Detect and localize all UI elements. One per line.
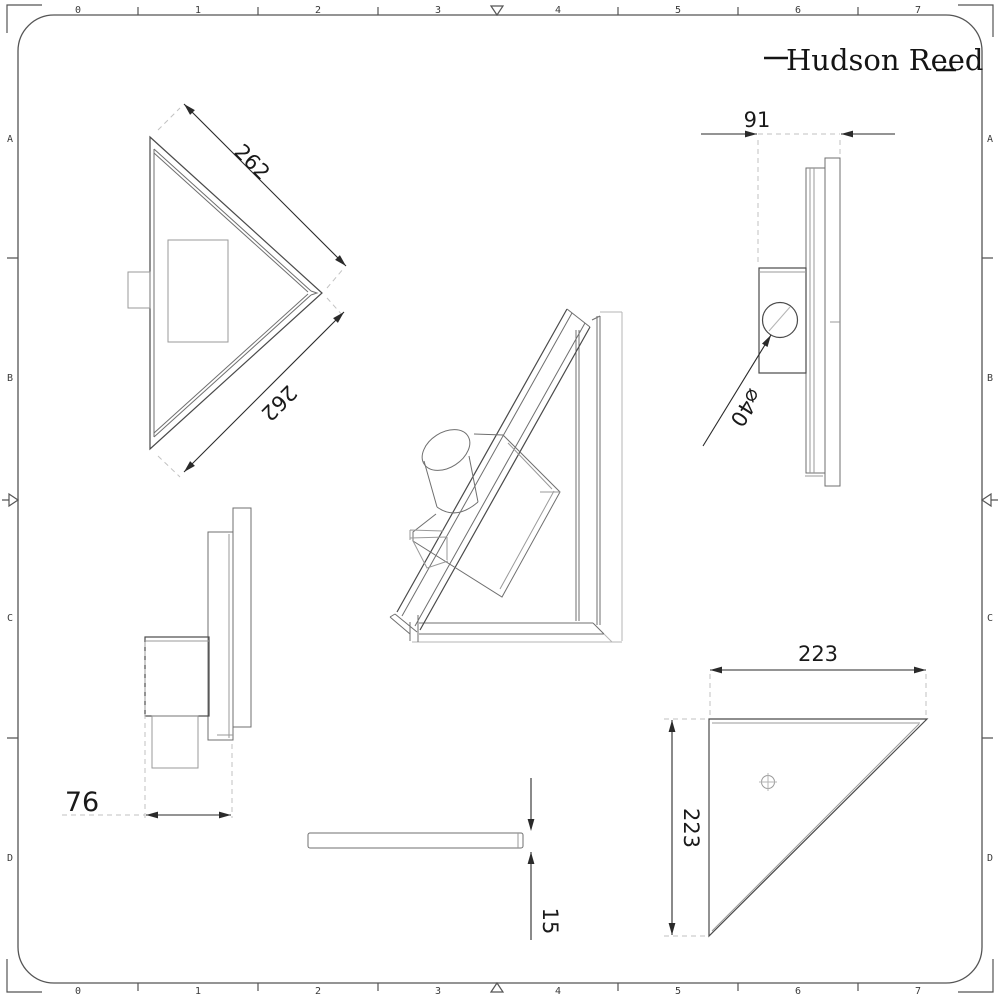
dimension-223-top: 223 xyxy=(798,642,838,666)
logo-text: Hudson Reed xyxy=(786,43,984,77)
sheet-border xyxy=(17,14,983,984)
ruler-label: A xyxy=(987,134,993,145)
ruler-label: 2 xyxy=(315,986,321,997)
ruler-label: B xyxy=(7,373,13,384)
iso-pipe-cylinder xyxy=(421,429,479,514)
center-arrow-right-icon xyxy=(980,492,998,508)
iso-back-plate xyxy=(409,433,561,598)
center-arrow-left-icon xyxy=(2,492,20,508)
plan-outline xyxy=(708,718,929,938)
ruler-label: 1 xyxy=(195,986,201,997)
center-arrow-top-icon xyxy=(489,5,505,17)
ruler-label: 6 xyxy=(795,986,801,997)
ruler-label: 4 xyxy=(555,986,561,997)
iso-diagonal-bar xyxy=(389,308,591,635)
ruler-label: A xyxy=(7,134,13,145)
ruler-label: C xyxy=(987,613,993,624)
ruler-label: 6 xyxy=(795,5,801,16)
side-left-housing-box xyxy=(144,636,210,717)
front-window xyxy=(167,239,229,343)
front-view: 262 262 xyxy=(127,103,347,478)
dimension-91: 91 xyxy=(744,108,771,132)
side-left-outer-panel xyxy=(232,507,252,728)
side-view-left: 76 xyxy=(62,507,252,819)
profile-bar xyxy=(307,832,524,849)
ruler-label: 2 xyxy=(315,5,321,16)
front-side-tab xyxy=(127,271,151,309)
centering-marks xyxy=(2,5,998,993)
ruler-bottom: 0 1 2 3 4 5 6 7 xyxy=(75,986,921,997)
ruler-label: 5 xyxy=(675,986,681,997)
iso-panel-inner xyxy=(575,330,580,621)
ruler-right: A B C D xyxy=(987,134,993,864)
center-arrow-bottom-icon xyxy=(489,981,505,993)
dimension-262-bottom: 262 xyxy=(256,380,301,425)
ruler-label: 4 xyxy=(555,5,561,16)
dimension-262-top: 262 xyxy=(229,139,274,184)
pipe-inlet-circle xyxy=(761,301,799,339)
isometric-view xyxy=(389,308,623,643)
ruler-label: 3 xyxy=(435,5,441,16)
ruler-label: D xyxy=(987,853,993,864)
dimension-76: 76 xyxy=(65,787,99,818)
side-view-right: 91 ⌀40 xyxy=(701,108,895,487)
side-left-back-panel xyxy=(207,531,234,741)
ruler-label: 0 xyxy=(75,5,81,16)
edge-profile-view: 15 xyxy=(307,778,562,940)
ruler-ticks xyxy=(7,7,993,991)
side-housing-box xyxy=(758,267,807,374)
dimension-223-left: 223 xyxy=(679,808,703,848)
ruler-label: 7 xyxy=(915,986,921,997)
ruler-label: B xyxy=(987,373,993,384)
ruler-label: 0 xyxy=(75,986,81,997)
ruler-label: 3 xyxy=(435,986,441,997)
ruler-label: 1 xyxy=(195,5,201,16)
side-back-panel xyxy=(805,167,826,474)
side-left-pipe-stub xyxy=(151,715,199,769)
dimension-diameter-40: ⌀40 xyxy=(725,385,766,431)
plan-view: 223 223 xyxy=(664,642,929,938)
ruler-label: 7 xyxy=(915,5,921,16)
ruler-left: A B C D xyxy=(7,134,13,864)
ruler-top: 0 1 2 3 4 5 6 7 xyxy=(75,5,921,16)
dimension-15: 15 xyxy=(538,908,562,935)
ruler-label: D xyxy=(7,853,13,864)
corner-marks xyxy=(6,4,994,993)
ruler-label: 5 xyxy=(675,5,681,16)
hudson-reed-logo: Hudson Reed xyxy=(764,43,984,77)
ruler-label: C xyxy=(7,613,13,624)
iso-base xyxy=(419,622,605,635)
